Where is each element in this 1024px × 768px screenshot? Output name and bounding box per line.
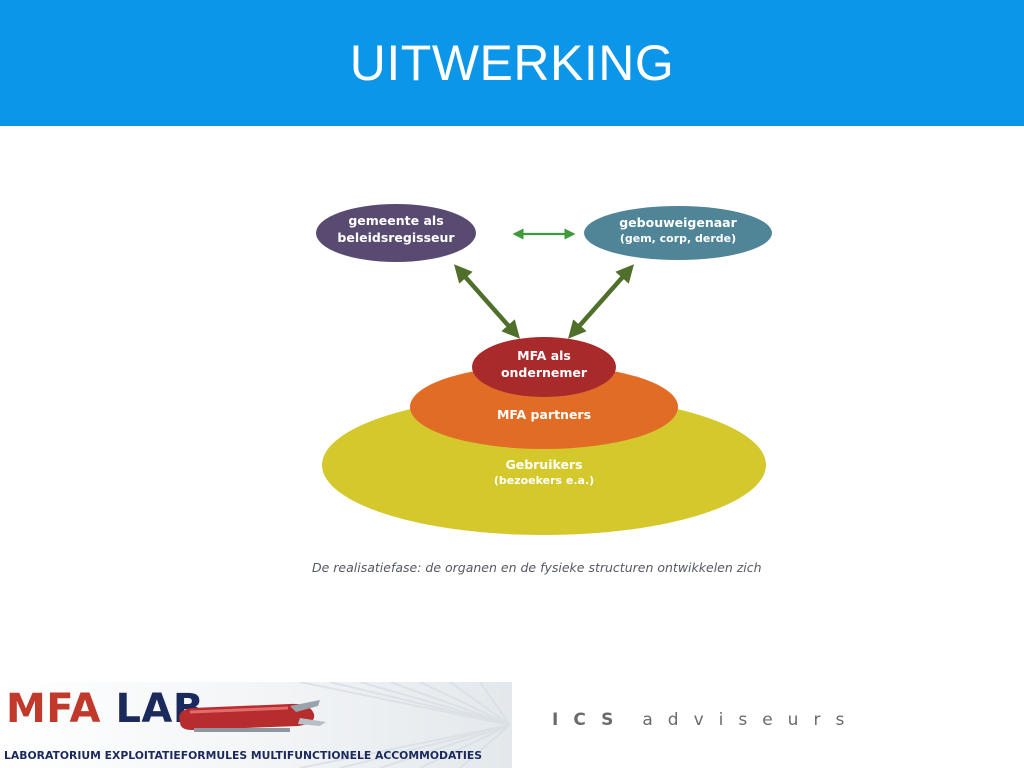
diagram-canvas [316,204,772,535]
logo-rays [299,682,511,768]
ics-suffix: adviseurs [642,710,860,730]
ics-prefix: ICS [552,710,629,730]
gemeente-line2: beleidsregisseur [337,229,455,245]
organisation-diagram: gemeente als beleidsregisseur gebouweige… [300,195,780,555]
gebruikers-line2: (bezoekers e.a.) [493,473,595,487]
gebouweigenaar-ellipse [584,206,772,260]
gemeente-label: gemeente als beleidsregisseur [326,213,466,247]
logo-mfa: MFA [6,686,101,732]
gemeente-line1: gemeente als [348,213,444,228]
gebruikers-line1: Gebruikers [505,457,583,472]
pocket-knife-icon [179,700,326,732]
gebouweigenaar-line2: (gem, corp, derde) [619,231,737,245]
slide-title: UITWERKING [349,35,675,91]
mfa-ondernemer-label: MFA als ondernemer [484,348,604,382]
diagram-caption: De realisatiefase: de organen en de fysi… [312,560,762,575]
mfa-ondernemer-line1: MFA als [517,348,571,363]
mfa-ondernemer-ellipse [472,337,616,397]
mfa-lab-logo: MFA LAB LABORATORIUM EXPLOITATIEFORMULES… [0,682,512,768]
mfa-partners-label: MFA partners [474,407,614,424]
mfa-partners-ellipse [410,365,678,449]
title-bar: UITWERKING [0,0,1024,126]
gemeente-ellipse [316,204,476,262]
gebruikers-label: Gebruikers (bezoekers e.a.) [464,457,624,489]
gebouweigenaar-ondernemer-arrow [568,264,634,339]
gemeente-ondernemer-arrow [454,264,520,339]
mfa-ondernemer-line2: ondernemer [500,364,588,380]
ics-adviseurs-logo: ICS adviseurs [552,710,859,730]
mfa-partners-line1: MFA partners [496,407,592,422]
gebouweigenaar-line1: gebouweigenaar [619,215,737,230]
logo-subtitle: LABORATORIUM EXPLOITATIEFORMULES MULTIFU… [4,749,483,762]
gebouweigenaar-label: gebouweigenaar (gem, corp, derde) [594,215,762,247]
